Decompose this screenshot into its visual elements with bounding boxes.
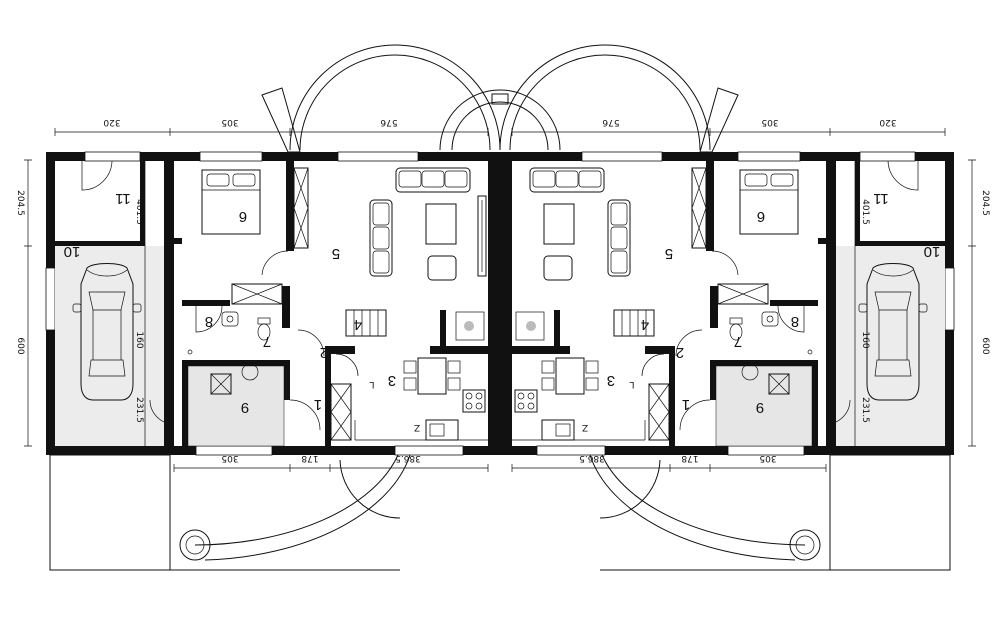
room-label-2: 2 bbox=[320, 344, 328, 361]
room-label-1: 1 bbox=[314, 396, 322, 413]
dim-bottom-5: 178 bbox=[681, 453, 698, 463]
furniture-left bbox=[187, 167, 488, 441]
top-dimension-labels: 320 305 576 576 305 320 bbox=[103, 117, 896, 127]
interior-walls-left bbox=[55, 161, 488, 446]
dim-left-2: 600 bbox=[15, 337, 25, 354]
room-label-Z: Z bbox=[414, 422, 420, 432]
room-9-left-fill bbox=[187, 365, 285, 447]
room-label-10: 10 bbox=[924, 243, 941, 260]
furniture-right bbox=[512, 167, 813, 441]
side-dimension-labels: 204.5 600 204.5 600 401.5 160 231.5 401.… bbox=[15, 190, 990, 423]
room-label-10: 10 bbox=[64, 243, 81, 260]
dim-bottom-6: 305 bbox=[759, 453, 776, 463]
bottom-terrace bbox=[49, 454, 951, 571]
dim-left-1: 204.5 bbox=[15, 190, 25, 216]
room-labels-right: 6 5 11 10 4 8 7 2 3 9 1 L Z bbox=[582, 190, 940, 432]
dim-top-1: 320 bbox=[103, 117, 120, 127]
dim-right-1: 204.5 bbox=[980, 190, 990, 216]
room-label-11: 11 bbox=[873, 190, 889, 207]
dim-garage-right-1: 401.5 bbox=[860, 199, 870, 225]
room-label-1: 1 bbox=[682, 396, 690, 413]
door-swings bbox=[81, 160, 919, 431]
dim-garage-left-2: 160 bbox=[134, 331, 144, 348]
room-label-4: 4 bbox=[641, 316, 649, 333]
room-label-11: 11 bbox=[115, 190, 131, 207]
room-label-9: 9 bbox=[241, 399, 249, 416]
dim-top-3: 576 bbox=[380, 117, 397, 127]
dim-top-4: 576 bbox=[602, 117, 619, 127]
wardrobes bbox=[231, 167, 769, 441]
interior-walls-right bbox=[512, 161, 945, 446]
room-label-3: 3 bbox=[388, 372, 396, 389]
room-label-L: L bbox=[629, 379, 634, 389]
bottom-dimension-labels: 305 178 386.5 386.5 178 305 bbox=[221, 453, 776, 463]
dim-bottom-2: 178 bbox=[301, 453, 318, 463]
room-label-8: 8 bbox=[791, 313, 799, 330]
dim-right-2: 600 bbox=[980, 337, 990, 354]
room-label-2: 2 bbox=[676, 344, 684, 361]
room-labels-left: 6 5 11 10 4 8 7 2 3 9 1 L Z bbox=[64, 190, 420, 432]
garage-left-fill bbox=[55, 246, 164, 446]
room-9-right-fill bbox=[715, 365, 813, 447]
dim-bottom-1: 305 bbox=[221, 453, 238, 463]
room-label-9: 9 bbox=[756, 399, 764, 416]
dim-top-2: 305 bbox=[221, 117, 238, 127]
room-label-5: 5 bbox=[332, 245, 340, 262]
room-label-6: 6 bbox=[239, 208, 247, 225]
dim-top-5: 305 bbox=[761, 117, 778, 127]
room-label-7: 7 bbox=[263, 333, 271, 350]
room-label-6: 6 bbox=[757, 208, 765, 225]
dim-garage-left-1: 401.5 bbox=[134, 199, 144, 225]
room-label-Z: Z bbox=[582, 422, 588, 432]
dim-garage-right-3: 231.5 bbox=[860, 397, 870, 423]
room-label-L: L bbox=[369, 379, 374, 389]
dim-garage-left-3: 231.5 bbox=[134, 397, 144, 423]
room-label-4: 4 bbox=[354, 316, 362, 333]
garage-right-fill bbox=[836, 246, 945, 446]
room-label-7: 7 bbox=[734, 333, 742, 350]
dim-bottom-3: 386.5 bbox=[395, 453, 421, 463]
window-openings bbox=[45, 151, 955, 456]
room-label-8: 8 bbox=[205, 313, 213, 330]
dim-garage-right-2: 160 bbox=[860, 331, 870, 348]
room-label-3: 3 bbox=[607, 372, 615, 389]
room-label-5: 5 bbox=[665, 245, 673, 262]
dim-top-6: 320 bbox=[879, 117, 896, 127]
dim-bottom-4: 386.5 bbox=[579, 453, 605, 463]
top-pergola-arches bbox=[261, 44, 739, 153]
dimension-lines bbox=[24, 128, 976, 472]
